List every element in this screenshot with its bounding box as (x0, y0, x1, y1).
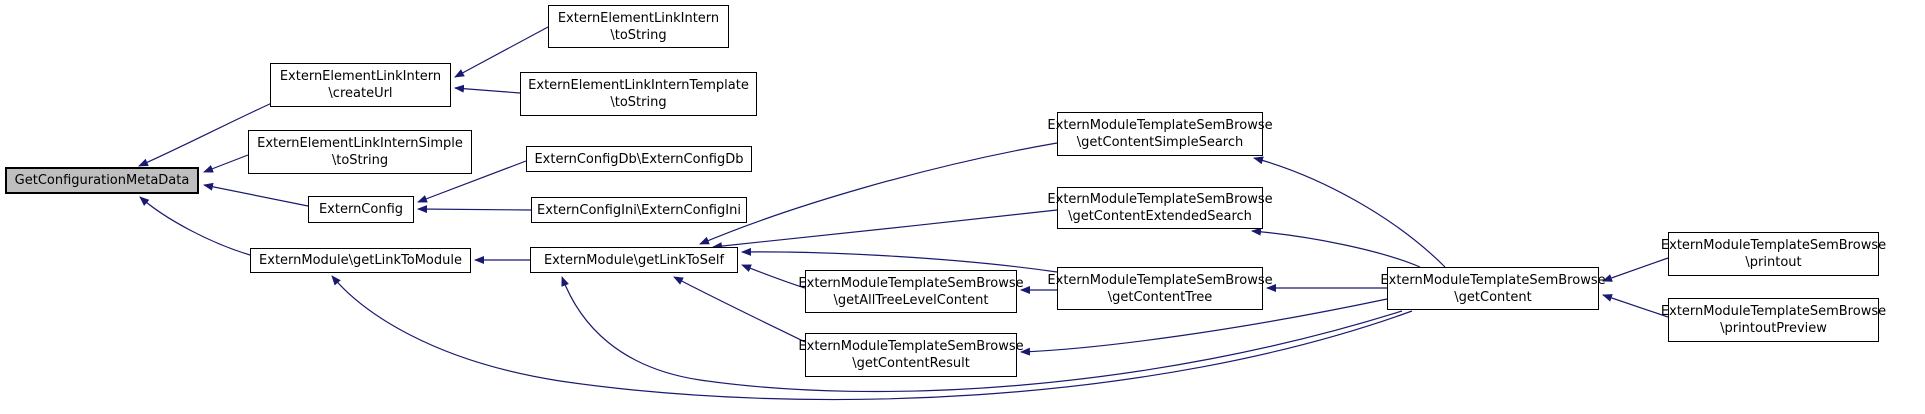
edge-get-all-tree-level-content-to-get-link-to-self (741, 264, 806, 289)
graph-node-get-link-to-module[interactable]: ExternModule\getLinkToModule (250, 248, 471, 273)
graph-node-get-all-tree-level-content[interactable]: ExternModuleTemplateSemBrowse \getAllTre… (798, 270, 1024, 313)
graph-node-printout[interactable]: ExternModuleTemplateSemBrowse \printout (1661, 232, 1886, 276)
graph-node-get-content[interactable]: ExternModuleTemplateSemBrowse \getConten… (1380, 267, 1606, 310)
edge-get-content-to-get-content-simple-search (1253, 156, 1446, 268)
graph-node-get-content-extended-search[interactable]: ExternModuleTemplateSemBrowse \getConten… (1047, 187, 1273, 229)
graph-node-extern-config[interactable]: ExternConfig (308, 196, 414, 223)
edge-printout-preview-to-get-content (1602, 294, 1669, 318)
edge-get-content-to-get-content-extended-search (1251, 227, 1421, 268)
edge-get-content-tree-to-get-link-to-self (741, 247, 1058, 273)
graph-node-elink-template-tostring[interactable]: ExternElementLinkInternTemplate \toStrin… (520, 72, 757, 116)
graph-node-elink-simple-tostring[interactable]: ExternElementLinkInternSimple \toString (248, 130, 472, 174)
graph-node-extern-config-ini[interactable]: ExternConfigIni\ExternConfigIni (531, 197, 747, 223)
edge-get-content-extended-search-to-get-link-to-self (712, 209, 1058, 251)
graph-node-get-configuration-meta-data: GetConfigurationMetaData (5, 167, 199, 194)
edge-extern-config-db-to-extern-config (417, 160, 527, 203)
edge-extern-config-to-get-configuration-meta-data (203, 182, 309, 207)
graph-node-create-url[interactable]: ExternElementLinkIntern \createUrl (270, 63, 451, 107)
edge-get-content-to-get-link-to-module (331, 275, 1413, 401)
graph-node-get-content-result[interactable]: ExternModuleTemplateSemBrowse \getConten… (798, 333, 1024, 377)
edge-get-content-to-get-link-to-self (561, 276, 1403, 393)
call-edges (138, 26, 1669, 401)
edge-elink-simple-tostring-to-get-configuration-meta-data (203, 154, 249, 173)
graph-node-get-link-to-self[interactable]: ExternModule\getLinkToSelf (530, 247, 738, 273)
graph-node-printout-preview[interactable]: ExternModuleTemplateSemBrowse \printoutP… (1661, 298, 1886, 342)
edge-get-link-to-module-to-get-configuration-meta-data (139, 196, 251, 256)
edge-create-url-to-get-configuration-meta-data (138, 102, 273, 167)
graph-node-get-content-simple-search[interactable]: ExternModuleTemplateSemBrowse \getConten… (1047, 112, 1273, 156)
edge-get-content-to-get-content-result (1020, 298, 1388, 356)
edge-extern-config-ini-to-extern-config (417, 205, 532, 214)
edge-elink-tostring-to-create-url (454, 26, 549, 78)
edge-elink-template-tostring-to-create-url (454, 84, 521, 94)
graph-node-get-content-tree[interactable]: ExternModuleTemplateSemBrowse \getConten… (1047, 267, 1273, 310)
edge-get-content-simple-search-to-get-link-to-self (699, 142, 1058, 245)
graph-node-elink-tostring[interactable]: ExternElementLinkIntern \toString (548, 5, 729, 48)
graph-node-extern-config-db[interactable]: ExternConfigDb\ExternConfigDb (526, 146, 752, 172)
edge-printout-to-get-content (1602, 257, 1669, 282)
edge-get-content-result-to-get-link-to-self (673, 276, 806, 343)
